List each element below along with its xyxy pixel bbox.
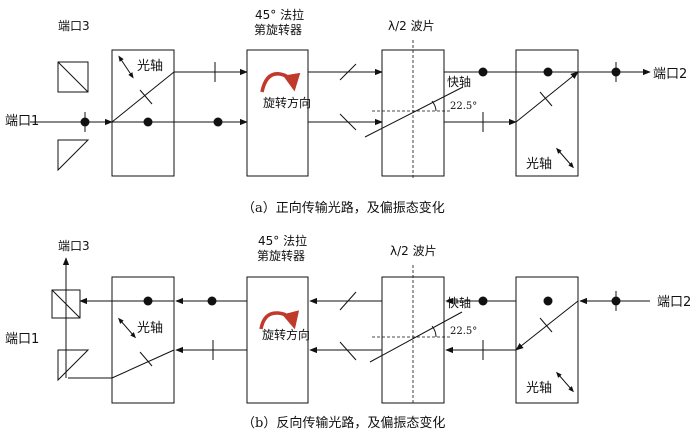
angle-label-b: 22.5° (450, 326, 477, 337)
optic-axis-left-label-a: 光轴 (137, 59, 163, 74)
optic-axis-right-label-a: 光轴 (526, 157, 552, 172)
faraday-label-a-2: 第旋转器 (254, 22, 302, 37)
port1-prism-a (57, 139, 90, 172)
port2-label-a: 端口2 (653, 67, 687, 82)
optic-axis-left-label-b: 光轴 (137, 321, 163, 336)
faraday-rotator-a (246, 49, 309, 177)
fast-axis-label-a: 快轴 (447, 74, 471, 89)
port1-label-b: 端口1 (5, 332, 39, 347)
optic-axis-arrow-right-b (556, 371, 574, 393)
port2-label-b: 端口2 (657, 295, 691, 310)
right-crystal-a (515, 49, 579, 177)
port3-label-b: 端口3 (58, 239, 90, 253)
fast-axis-line-b (369, 311, 463, 363)
rotation-arrow-icon-a (260, 72, 301, 93)
optic-axis-arrow-left-b (118, 317, 136, 339)
diagram-b: 端口3 端口1 端口2 45° 法拉 第旋转器 λ/2 波片 快轴 22.5° … (5, 233, 691, 431)
port3-prism-a (57, 61, 89, 93)
rotation-arrow-icon-b (259, 310, 300, 330)
fast-axis-label-b: 快轴 (447, 295, 471, 310)
port3-label-a: 端口3 (58, 19, 90, 33)
diagram-a: 端口3 端口1 端口2 45° 法拉 第旋转器 λ/2 波片 快轴 22.5° … (5, 7, 687, 216)
walkoff-beam-b (111, 349, 175, 379)
right-crystal-b (515, 276, 579, 404)
optic-axis-arrow-left-a (118, 55, 134, 79)
combine-beam-a (515, 71, 579, 123)
optic-axis-right-label-b: 光轴 (526, 381, 552, 396)
faraday-label-b-2: 第旋转器 (257, 248, 305, 263)
walkoff-beam-a (111, 71, 175, 123)
left-crystal-a (111, 49, 175, 177)
left-crystal-b (111, 276, 175, 404)
port1-label-a: 端口1 (5, 114, 39, 129)
fast-axis-line-a (364, 86, 464, 138)
rotation-dir-label-a: 旋转方向 (263, 95, 311, 110)
caption-b: （b）反向传输光路，及偏振态变化 (242, 415, 445, 431)
angle-label-a: 22.5° (450, 101, 477, 112)
caption-a: （a）正向传输光路，及偏振态变化 (242, 200, 445, 216)
optic-axis-arrow-right-a (556, 147, 574, 169)
faraday-label-a-1: 45° 法拉 (255, 7, 304, 22)
port1-prism-b (57, 349, 90, 382)
faraday-label-b-1: 45° 法拉 (258, 233, 307, 248)
halfwave-label-a: λ/2 波片 (388, 19, 435, 33)
faraday-rotator-b (246, 276, 309, 404)
halfwave-label-b: λ/2 波片 (390, 244, 437, 258)
rotation-dir-label-b: 旋转方向 (262, 327, 310, 342)
